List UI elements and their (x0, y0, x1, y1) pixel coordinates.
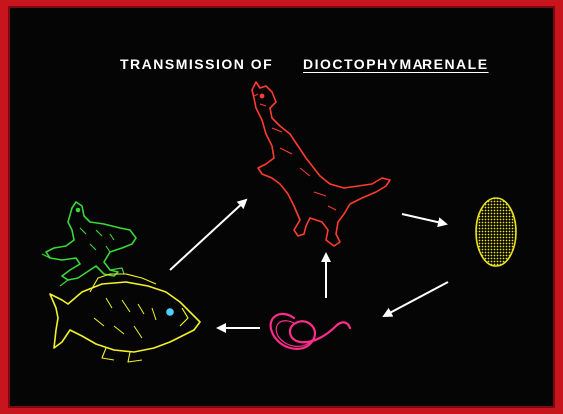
transmission-diagram (10, 8, 553, 406)
egg-icon (476, 198, 516, 266)
diagram-slide: TRANSMISSION OF DIOCTOPHYMA RENALE (8, 6, 555, 408)
arrow-fish-to-mink (170, 200, 246, 270)
worm-icon (271, 314, 350, 349)
arrow-egg-to-worm (384, 282, 448, 316)
frog-icon (42, 202, 136, 286)
arrow-mink-to-egg (402, 214, 446, 224)
fish-icon (50, 274, 200, 362)
mink-icon (252, 82, 390, 246)
